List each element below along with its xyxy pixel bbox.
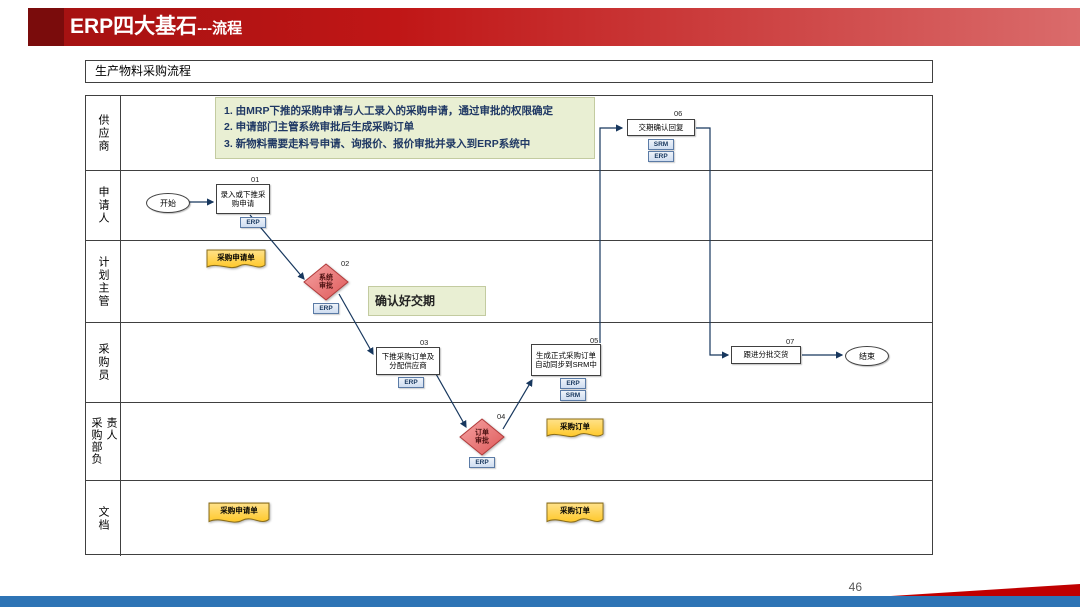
document-shape-order-archive: 采购订单 <box>546 502 604 528</box>
step02-decision: 系统审批 <box>303 263 349 301</box>
step07-box: 跟进分批交货 <box>731 346 801 364</box>
step02-number: 02 <box>341 259 350 268</box>
lane-applicant: 申请人 <box>86 171 932 241</box>
swimlane-table: 供应商 申请人 计划主管 采购员 采购部负责人 文档 <box>85 95 933 556</box>
lane-buyer: 采购员 <box>86 323 932 403</box>
step05-number: 05 <box>590 336 599 345</box>
document-shape-purchase-request: 采购申请单 <box>206 249 266 273</box>
lane-label: 采购部负责人 <box>90 416 117 465</box>
step04-erp-tag: ERP <box>469 457 495 468</box>
start-label: 开始 <box>160 198 176 208</box>
lane-label: 计划主管 <box>97 255 109 308</box>
step03-number: 03 <box>420 338 429 347</box>
document-wave-icon <box>546 418 604 438</box>
lane-planning-supervisor: 计划主管 <box>86 241 932 323</box>
lane-label: 采购员 <box>97 343 109 382</box>
lane-planning-supervisor-header: 计划主管 <box>86 241 121 322</box>
step01-number: 01 <box>251 175 260 184</box>
slide-title: ERP四大基石---流程 <box>70 8 242 46</box>
document-label: 采购申请单 <box>220 506 258 515</box>
lane-label: 文档 <box>97 505 109 532</box>
process-note: 1. 由MRP下推的采购申请与人工录入的采购申请，通过审批的权限确定 2. 申请… <box>215 97 595 159</box>
document-wave-icon <box>546 502 604 523</box>
lane-applicant-header: 申请人 <box>86 171 121 240</box>
confirm-note-text: 确认好交期 <box>375 294 436 308</box>
slide-title-suffix: ---流程 <box>197 20 243 37</box>
step06-label: 交期确认回复 <box>638 122 684 132</box>
step06-box: 交期确认回复 <box>627 119 695 136</box>
lane-purchasing-head-header: 采购部负责人 <box>86 403 121 480</box>
lane-supplier-header: 供应商 <box>86 96 121 170</box>
step01-box: 录入或下推采购申请 <box>216 184 270 214</box>
lane-supplier: 供应商 <box>86 96 932 171</box>
slide-title-main: ERP四大基石 <box>70 15 198 38</box>
lane-buyer-header: 采购员 <box>86 323 121 402</box>
document-shape-request-archive: 采购申请单 <box>208 502 270 528</box>
step01-label: 录入或下推采购申请 <box>220 189 266 208</box>
process-note-line: 3. 新物料需要走料号申请、询报价、报价审批并录入到ERP系统中 <box>224 137 531 150</box>
document-shape-purchase-order: 采购订单 <box>546 418 604 442</box>
step05-box: 生成正式采购订单自动同步到SRM中 <box>531 344 601 376</box>
header-banner: ERP四大基石---流程 <box>28 8 1080 46</box>
confirm-note: 确认好交期 <box>368 286 486 316</box>
document-label: 采购申请单 <box>217 253 255 262</box>
document-wave-icon <box>208 502 270 523</box>
document-label: 采购订单 <box>560 422 590 431</box>
step04-decision: 订单审批 <box>459 418 505 456</box>
step06-srm-tag: SRM <box>648 139 674 150</box>
footer-blue-bar <box>0 596 1080 607</box>
process-note-line: 1. 由MRP下推的采购申请与人工录入的采购申请，通过审批的权限确定 <box>224 105 554 117</box>
decision-diamond-icon <box>303 263 349 301</box>
flowchart-title-text: 生产物料采购流程 <box>95 64 192 78</box>
step05-label: 生成正式采购订单自动同步到SRM中 <box>535 350 597 369</box>
document-wave-icon <box>206 249 266 269</box>
lane-label: 供应商 <box>97 113 109 153</box>
step07-label: 跟进分批交货 <box>743 350 789 360</box>
step04-label: 订单审批 <box>475 429 489 444</box>
header-accent-block <box>28 8 64 46</box>
step02-label: 系统审批 <box>319 274 333 289</box>
step01-erp-tag: ERP <box>240 217 266 228</box>
lane-documents: 文档 <box>86 481 932 556</box>
lane-documents-header: 文档 <box>86 481 121 556</box>
step05-erp-tag: ERP <box>560 378 586 389</box>
step06-number: 06 <box>674 109 683 118</box>
process-note-line: 2. 申请部门主管系统审批后生成采购订单 <box>224 121 415 134</box>
step02-erp-tag: ERP <box>313 303 339 314</box>
lane-label: 申请人 <box>97 186 109 225</box>
document-label: 采购订单 <box>560 506 590 515</box>
start-node: 开始 <box>146 193 190 213</box>
end-node: 结束 <box>845 346 889 366</box>
step03-label: 下推采购订单及分配供应商 <box>381 351 435 370</box>
step07-number: 07 <box>786 337 795 346</box>
flowchart-title: 生产物料采购流程 <box>85 60 933 83</box>
decision-diamond-icon <box>459 418 505 456</box>
page-number: 46 <box>848 580 862 594</box>
step05-srm-tag: SRM <box>560 390 586 401</box>
lane-purchasing-head: 采购部负责人 <box>86 403 932 481</box>
step03-box: 下推采购订单及分配供应商 <box>376 347 440 375</box>
end-label: 结束 <box>859 351 875 361</box>
step03-erp-tag: ERP <box>398 377 424 388</box>
step04-number: 04 <box>497 412 506 421</box>
step06-erp-tag: ERP <box>648 151 674 162</box>
